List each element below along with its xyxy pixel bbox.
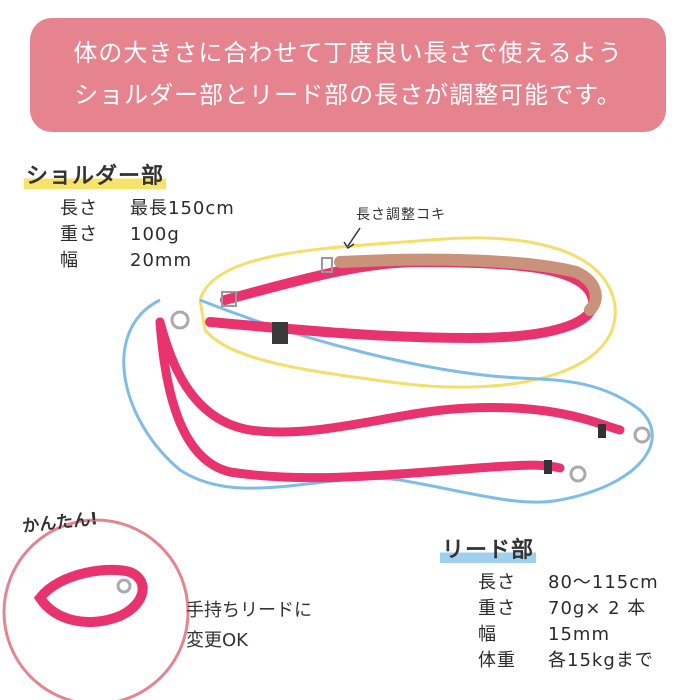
lead-clip-1 [633,426,651,444]
shoulder-title: ショルダー部 [24,164,167,189]
callout-arrow [347,227,361,247]
lead-strap-1 [155,317,625,437]
adjuster-buckle [221,291,237,307]
lead-stopper-2 [544,460,552,474]
headline-line-2: ショルダー部とリード部の長さが調整可能です。 [74,81,622,109]
headline-line-1: 体の大きさに合わせて丁度良い長さで使えるよう [73,39,623,67]
brand-tag [272,322,288,344]
shoulder-pad [334,253,602,316]
lead-stopper-1 [598,424,606,438]
handheld-note: 手持ちリードに 変更OK [186,596,312,656]
handheld-circle [2,518,190,700]
handheld-note-line-2: 変更OK [186,630,248,651]
swivel-ring [170,310,190,330]
lead-title: リード部 [440,538,537,563]
handheld-note-line-1: 手持ちリードに [186,600,312,621]
shoulder-outline [198,236,617,389]
headline-banner: 体の大きさに合わせて丁度良い長さで使えるよう ショルダー部とリード部の長さが調整… [30,18,666,132]
lead-clip-2 [569,465,587,483]
spec-row: 長さ最長150cm [60,198,235,219]
handheld-clip [116,578,132,594]
shoulder-strap [205,256,599,344]
spec-row: 体重各15kgまで [478,650,654,671]
lead-outline [122,298,654,504]
adjuster-callout: 長さ調整コキ [356,207,446,223]
lead-strap-2 [155,317,565,483]
handheld-loop [33,564,148,627]
shoulder-keeper [321,257,333,273]
